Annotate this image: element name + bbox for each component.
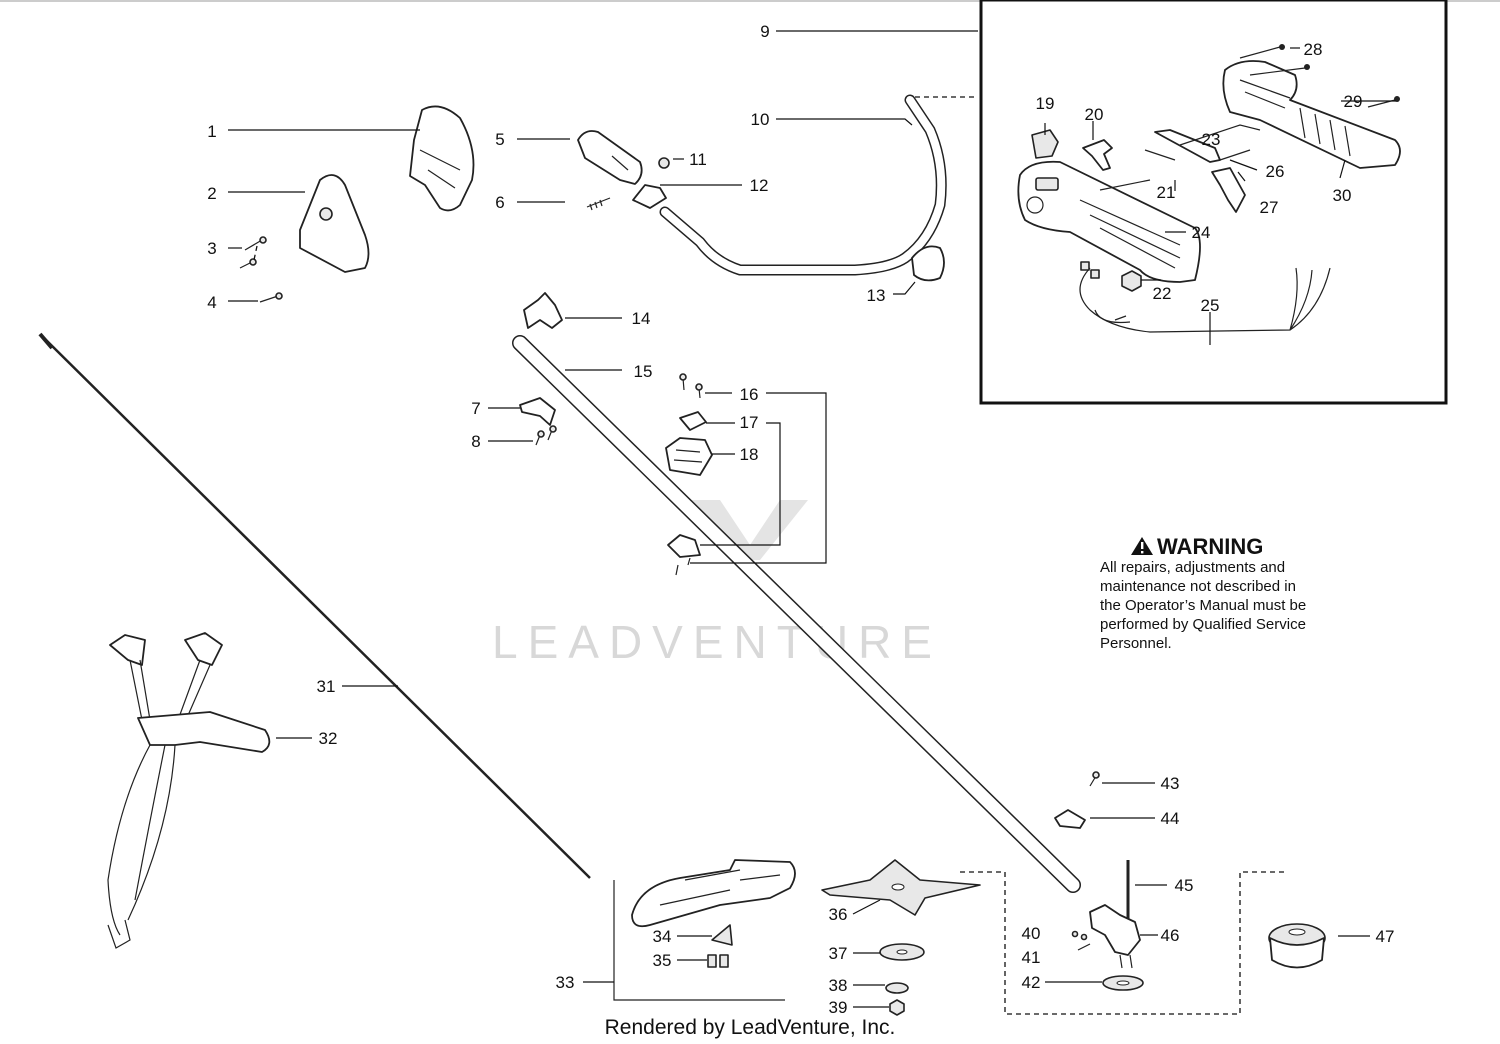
callout-46: 46 bbox=[1161, 926, 1180, 945]
callout-2: 2 bbox=[207, 184, 216, 203]
part-32-harness bbox=[107, 632, 271, 949]
callout-25: 25 bbox=[1201, 296, 1220, 315]
part-1-cover bbox=[409, 105, 475, 212]
part-35-screws bbox=[707, 954, 729, 968]
callout-31: 31 bbox=[317, 677, 336, 696]
footer-credit: Rendered by LeadVenture, Inc. bbox=[605, 1016, 896, 1039]
part-43-screw bbox=[1089, 771, 1100, 787]
part-2-cover bbox=[299, 174, 370, 273]
callout-8: 8 bbox=[471, 432, 480, 451]
callout-20: 20 bbox=[1085, 105, 1104, 124]
callout-5: 5 bbox=[495, 130, 504, 149]
warning-block: WARNING All repairs, adjustments and mai… bbox=[1100, 534, 1306, 652]
callout-41: 41 bbox=[1022, 948, 1041, 967]
callout-21: 21 bbox=[1157, 183, 1176, 202]
part-11-nut bbox=[658, 157, 670, 169]
callout-6: 6 bbox=[495, 193, 504, 212]
part-47-trimmer-head bbox=[1268, 923, 1326, 969]
part-17-clip bbox=[679, 411, 707, 431]
callout-33: 33 bbox=[556, 973, 575, 992]
warning-line-4: performed by Qualified Service bbox=[1100, 616, 1306, 633]
callout-37: 37 bbox=[829, 944, 848, 963]
leader-lines bbox=[228, 30, 1396, 1008]
callout-23: 23 bbox=[1202, 130, 1221, 149]
part-13-knob bbox=[911, 245, 945, 282]
part-36-blade bbox=[821, 859, 981, 916]
warning-line-3: the Operator’s Manual must be bbox=[1100, 597, 1306, 614]
part-39-nut bbox=[889, 999, 905, 1016]
warning-line-2: maintenance not described in bbox=[1100, 578, 1296, 595]
callout-38: 38 bbox=[829, 976, 848, 995]
callout-42: 42 bbox=[1022, 973, 1041, 992]
part-33-bracket-line bbox=[613, 880, 785, 1001]
part-6-screw bbox=[586, 197, 611, 211]
callout-36: 36 bbox=[829, 905, 848, 924]
callout-13: 13 bbox=[867, 286, 886, 305]
warning-triangle-icon bbox=[1131, 537, 1153, 555]
part-10-handlebar bbox=[659, 94, 947, 276]
dashed-connectors bbox=[915, 96, 1285, 1015]
part-3-screws bbox=[239, 236, 267, 269]
callout-35: 35 bbox=[653, 951, 672, 970]
callout-12: 12 bbox=[750, 176, 769, 195]
part-8-screws bbox=[535, 425, 557, 446]
callout-44: 44 bbox=[1161, 809, 1180, 828]
callout-32: 32 bbox=[319, 729, 338, 748]
callout-40: 40 bbox=[1022, 924, 1041, 943]
part-12-clamp bbox=[632, 184, 667, 209]
part-18-clamp bbox=[665, 437, 713, 476]
callout-labels: 1 2 3 4 5 6 7 8 9 10 11 12 13 14 15 16 1… bbox=[207, 22, 1394, 1017]
watermark: LEADVENTURE bbox=[492, 500, 942, 668]
callout-27: 27 bbox=[1260, 198, 1279, 217]
part-4-screw bbox=[259, 292, 283, 303]
callout-15: 15 bbox=[634, 362, 653, 381]
callout-14: 14 bbox=[632, 309, 651, 328]
callout-11: 11 bbox=[689, 150, 707, 169]
callout-4: 4 bbox=[207, 293, 216, 312]
warning-line-1: All repairs, adjustments and bbox=[1100, 559, 1285, 576]
callout-19: 19 bbox=[1036, 94, 1055, 113]
callout-26: 26 bbox=[1266, 162, 1285, 181]
part-31-driveshaft bbox=[38, 332, 591, 879]
callout-30: 30 bbox=[1333, 186, 1352, 205]
part-42-washer bbox=[1102, 975, 1144, 991]
callout-39: 39 bbox=[829, 998, 848, 1017]
part-15-tube bbox=[512, 335, 1081, 893]
part-16-lower-clamp bbox=[667, 534, 701, 558]
part-14-clamp bbox=[523, 292, 563, 329]
callout-47: 47 bbox=[1376, 927, 1395, 946]
inset-box bbox=[979, 0, 1448, 405]
part-33-cover bbox=[631, 859, 796, 928]
callout-24: 24 bbox=[1192, 223, 1211, 242]
part-5-grip bbox=[577, 130, 643, 185]
part-44-shield-clip bbox=[1054, 809, 1086, 829]
warning-line-5: Personnel. bbox=[1100, 635, 1172, 652]
callout-22: 22 bbox=[1153, 284, 1172, 303]
callout-10: 10 bbox=[751, 110, 770, 129]
part-7-bracket bbox=[519, 397, 556, 426]
callout-18: 18 bbox=[740, 445, 759, 464]
callout-16: 16 bbox=[740, 385, 759, 404]
callout-17: 17 bbox=[740, 413, 759, 432]
part-46-gearhead bbox=[1089, 904, 1141, 969]
callout-43: 43 bbox=[1161, 774, 1180, 793]
callout-34: 34 bbox=[653, 927, 672, 946]
callout-7: 7 bbox=[471, 399, 480, 418]
part-40-41-screws bbox=[1071, 930, 1091, 951]
warning-title: WARNING bbox=[1157, 534, 1263, 559]
callout-29: 29 bbox=[1344, 92, 1363, 111]
callout-9: 9 bbox=[760, 22, 769, 41]
part-37-washer bbox=[879, 943, 925, 961]
watermark-text: LEADVENTURE bbox=[492, 616, 942, 668]
callout-28: 28 bbox=[1304, 40, 1323, 59]
part-38-washer bbox=[885, 982, 909, 994]
part-34-bracket bbox=[711, 924, 733, 946]
part-16-screws bbox=[675, 373, 703, 576]
callout-1: 1 bbox=[207, 122, 216, 141]
callout-45: 45 bbox=[1175, 876, 1194, 895]
callout-3: 3 bbox=[207, 239, 216, 258]
